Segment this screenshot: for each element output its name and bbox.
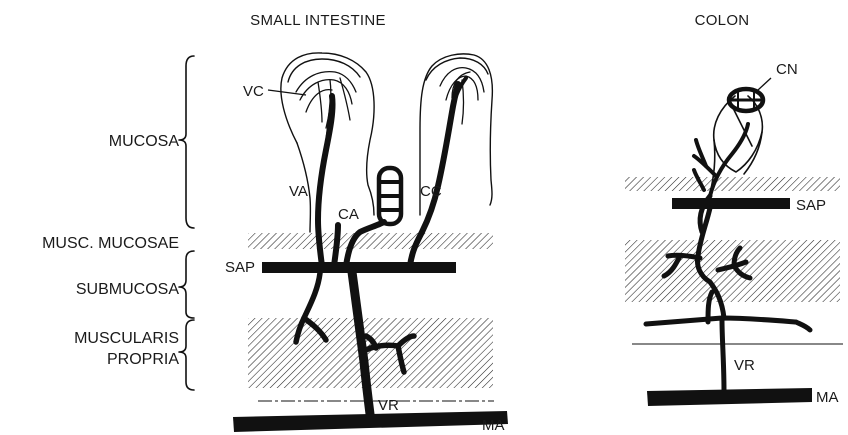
label-vc: VC (243, 83, 264, 100)
label-cc: CC (420, 183, 442, 200)
title-colon: COLON (695, 12, 750, 29)
label-musc-mucosae: MUSC. MUCOSAE (42, 235, 179, 252)
label-cn: CN (776, 61, 798, 78)
cn-ring (728, 89, 764, 111)
title-small-intestine: SMALL INTESTINE (250, 12, 386, 29)
colon-ma-bar (647, 388, 812, 406)
leader-cn (758, 78, 771, 90)
label-ca: CA (338, 206, 359, 223)
bracket-mucosa (179, 56, 194, 228)
leader-vc (268, 90, 306, 95)
layer-brackets (179, 56, 194, 390)
crypt-structure (379, 168, 401, 224)
label-muscularis-1: MUSCULARIS (74, 330, 179, 347)
label-va: VA (289, 183, 308, 200)
label-submucosa: SUBMUCOSA (76, 281, 179, 298)
colon-upper-band (625, 177, 840, 191)
label-muscularis-2: PROPRIA (107, 351, 179, 368)
musc-mucosae-band (248, 233, 493, 249)
label-sap-colon: SAP (796, 197, 826, 214)
villi-outlines (281, 53, 493, 232)
label-mucosa: MUCOSA (109, 133, 180, 150)
label-ma: MA (482, 417, 505, 434)
submucosal-arterial-plexus-bar (262, 262, 456, 273)
label-vr: VR (378, 397, 399, 414)
label-ma-colon: MA (816, 389, 839, 406)
bracket-muscularis (179, 320, 194, 390)
label-sap: SAP (225, 259, 255, 276)
muscularis-propria-band (248, 318, 493, 388)
colon-muscularis-band (625, 240, 840, 302)
bracket-submucosa (179, 251, 194, 318)
label-vr-colon: VR (734, 357, 755, 374)
colon-sap-bar (672, 198, 790, 209)
mesenteric-artery-bar (233, 411, 508, 432)
